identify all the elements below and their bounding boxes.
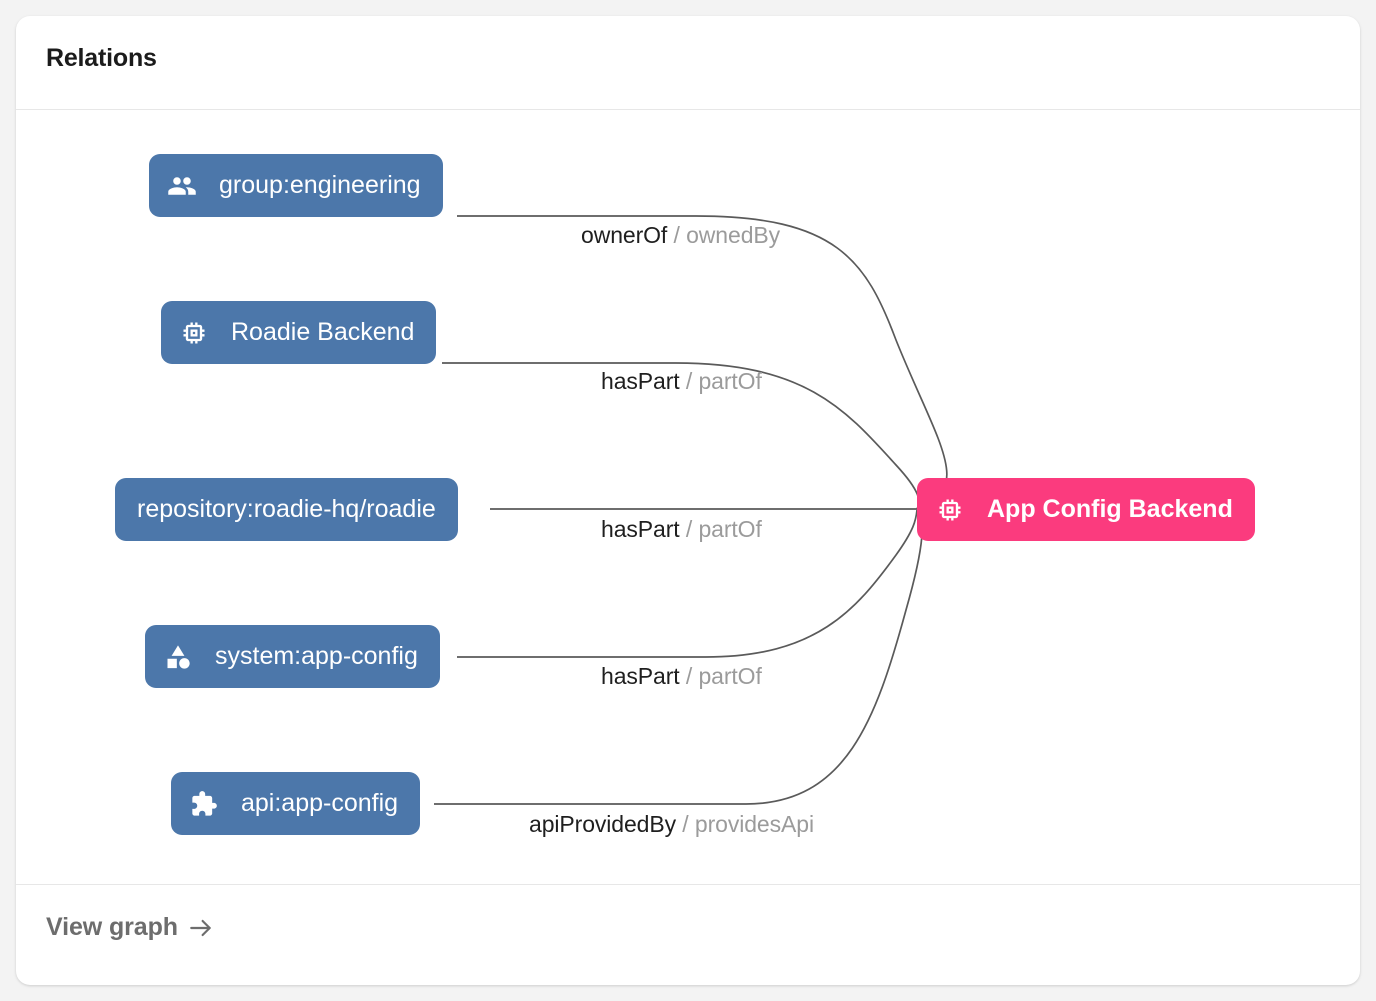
relation-node-label: Roadie Backend [231, 318, 415, 346]
edge-label-hasPart-1: hasPart / partOf [601, 368, 762, 395]
edge-label-separator: / [679, 368, 699, 394]
relations-card: Relations group:engineering [16, 16, 1360, 985]
card-footer: View graph [16, 884, 1360, 985]
relation-node-label: repository:roadie-hq/roadie [137, 495, 436, 523]
group-people-icon [167, 171, 197, 201]
page-title: Relations [46, 44, 157, 72]
relation-node-label: api:app-config [241, 789, 399, 817]
relation-node-roadie-backend[interactable]: Roadie Backend [161, 301, 437, 364]
view-graph-label: View graph [46, 913, 178, 941]
edge-label-forward: ownerOf [581, 222, 668, 248]
edge-path-ownerOf [457, 215, 948, 509]
edge-label-forward: hasPart [601, 516, 680, 542]
memory-chip-icon [935, 495, 965, 525]
edge-label-separator: / [676, 811, 695, 837]
relation-node-system-app-config[interactable]: system:app-config [145, 625, 440, 688]
edge-label-apiProvidedBy: apiProvidedBy / providesApi [529, 811, 814, 838]
relation-node-label: group:engineering [219, 171, 421, 199]
arrow-right-icon [188, 915, 214, 941]
relation-node-label: system:app-config [215, 642, 418, 670]
edge-path-hasPart-3 [457, 509, 918, 658]
edge-label-ownerOf: ownerOf / ownedBy [581, 222, 780, 249]
edge-label-reverse: partOf [698, 516, 762, 542]
memory-chip-icon [179, 318, 209, 348]
relation-node-label: App Config Backend [987, 495, 1233, 523]
edge-label-separator: / [667, 222, 687, 248]
relation-node-app-config-backend[interactable]: App Config Backend [917, 478, 1255, 541]
edge-label-reverse: partOf [698, 368, 762, 394]
edge-label-reverse: providesApi [694, 811, 814, 837]
edge-label-separator: / [679, 516, 699, 542]
edge-label-forward: hasPart [601, 368, 680, 394]
edge-label-forward: apiProvidedBy [529, 811, 677, 837]
relation-node-group-engineering[interactable]: group:engineering [149, 154, 443, 217]
edge-label-reverse: partOf [698, 663, 762, 689]
edge-label-hasPart-3: hasPart / partOf [601, 663, 762, 690]
relation-node-repository-roadie[interactable]: repository:roadie-hq/roadie [115, 478, 458, 541]
card-header: Relations [16, 16, 1360, 110]
relation-node-api-app-config[interactable]: api:app-config [171, 772, 421, 835]
edge-label-hasPart-2: hasPart / partOf [601, 516, 762, 543]
view-graph-link[interactable]: View graph [46, 913, 214, 942]
category-shapes-icon [163, 642, 193, 672]
edge-label-forward: hasPart [601, 663, 680, 689]
relations-graph: group:engineering Roadie Backend reposit… [16, 110, 1360, 884]
edge-label-separator: / [679, 663, 699, 689]
puzzle-piece-icon [189, 789, 219, 819]
edge-label-reverse: ownedBy [686, 222, 781, 248]
